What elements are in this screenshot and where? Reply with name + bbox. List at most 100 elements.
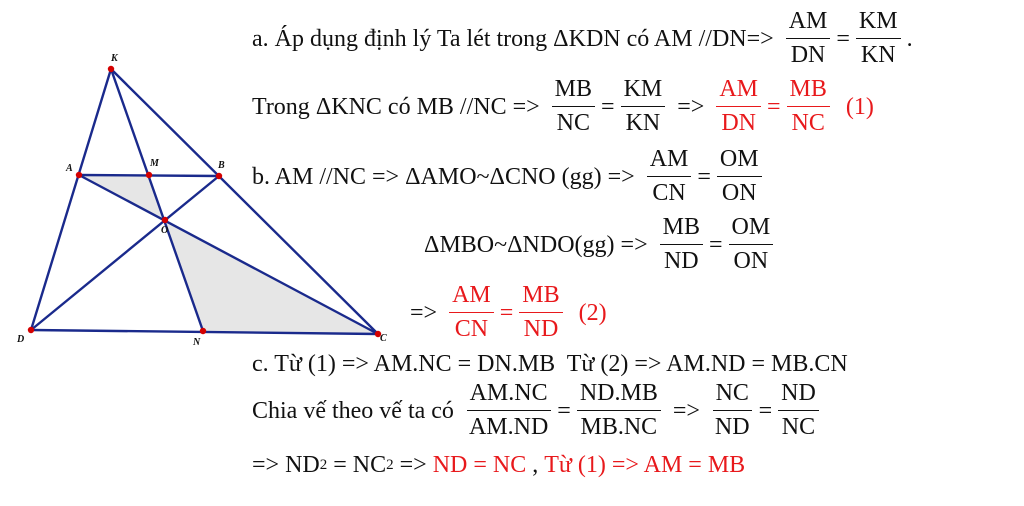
point-k <box>107 65 115 73</box>
fraction-nc-nd: NC ND <box>712 380 753 441</box>
point-o <box>161 216 169 224</box>
numerator: OM <box>716 146 762 177</box>
implies-arrow: => <box>666 397 706 424</box>
equation-tag-2: (2) <box>578 299 607 326</box>
denominator: ON <box>721 179 757 206</box>
numerator: NC <box>712 380 752 411</box>
triangle-symbol: Δ <box>489 163 505 190</box>
segment-kd <box>29 67 113 332</box>
denominator: MB.NC <box>580 413 658 440</box>
line-a2-text-2: KNC có MB //NC => <box>331 93 546 120</box>
line-a1: a. Áp dụng định lý Ta lét trong Δ KDN có… <box>252 8 913 69</box>
denominator: AM.ND <box>468 413 549 440</box>
implies-arrow: => <box>410 299 444 326</box>
fraction-am-dn-red: AM DN <box>716 76 761 137</box>
line-b1-text-2: AMO~ <box>420 163 490 190</box>
denominator: ND <box>523 315 559 342</box>
numerator: AM <box>646 146 692 177</box>
numerator: AM <box>449 282 494 313</box>
segment-ac <box>77 173 380 336</box>
label-c: C <box>380 333 387 344</box>
denominator: KN <box>860 41 896 68</box>
line-a2-text: Trong <box>252 93 316 120</box>
trapezoid-figure: K A M B O D N C <box>16 53 387 348</box>
point-n <box>199 327 207 335</box>
denominator: NC <box>556 109 591 136</box>
line-c2: Chia vế theo vế ta có AM.NC AM.ND = ND.M… <box>252 380 825 441</box>
denominator: ON <box>733 247 769 274</box>
fraction-km-kn: KM KN <box>620 76 666 137</box>
fraction-ndmb-mbnc: ND.MB MB.NC <box>576 380 661 441</box>
equals-sign: = <box>836 25 850 52</box>
label-b: B <box>217 160 225 171</box>
label-n: N <box>192 337 201 348</box>
equals-sign-red: = <box>767 93 781 120</box>
line-c2-text: Chia vế theo vế ta có <box>252 397 460 424</box>
line-c3-text: => ND <box>252 452 320 478</box>
denominator: NC <box>791 109 825 136</box>
label-o: O <box>161 225 168 236</box>
equals-sign: = <box>557 397 571 424</box>
equals-sign: = <box>708 231 723 258</box>
denominator: CN <box>652 179 686 206</box>
point-m <box>145 171 153 179</box>
period: . <box>906 25 913 52</box>
numerator: AM <box>785 8 831 39</box>
segment-kn <box>109 67 205 333</box>
fraction-mb-nc-red: MB NC <box>786 76 830 137</box>
line-c3-text-2: = NC <box>327 452 387 478</box>
triangle-symbol: Δ <box>405 163 421 190</box>
numerator: KM <box>855 8 901 39</box>
equals-sign: = <box>758 397 773 424</box>
fraction-am-cn: AM CN <box>646 146 692 207</box>
label-m: M <box>149 158 160 169</box>
numerator: OM <box>728 214 774 245</box>
line-a1-text: a. Áp dụng định lý Ta lét trong <box>252 25 554 52</box>
numerator: KM <box>620 76 666 107</box>
denominator: ND <box>663 247 699 274</box>
fraction-km-kn: KM KN <box>855 8 901 69</box>
numerator: AM <box>716 76 761 107</box>
numerator: AM.NC <box>466 380 551 411</box>
line-b1: b. AM //NC => Δ AMO~ Δ CNO (gg) => AM CN… <box>252 146 768 207</box>
fraction-mb-nd-red: MB ND <box>519 282 563 343</box>
segment-bd <box>29 174 221 332</box>
fraction-am-cn-red: AM CN <box>449 282 494 343</box>
fraction-am-dn: AM DN <box>785 8 831 69</box>
fraction-mb-nd: MB ND <box>659 214 703 275</box>
line-a1-text-2: KDN có AM //DN=> <box>568 25 780 52</box>
numerator: ND.MB <box>576 380 661 411</box>
label-a: A <box>65 163 73 174</box>
denominator: ND <box>714 413 750 440</box>
conclusion-am-eq-mb: Từ (1) => AM = MB <box>544 452 746 478</box>
equals-sign-red: = <box>499 299 514 326</box>
triangle-symbol: Δ <box>315 93 332 120</box>
fraction-nd-nc: ND NC <box>778 380 819 441</box>
denominator: DN <box>790 41 826 68</box>
triangle-symbol: Δ <box>424 231 440 258</box>
point-d <box>27 326 35 334</box>
line-c1-text: c. Từ (1) => AM.NC = DN.MB Từ (2) => AM.… <box>252 351 848 377</box>
separator: , <box>526 452 545 478</box>
fraction-om-on: OM ON <box>716 146 762 207</box>
numerator: MB <box>519 282 563 313</box>
equals-sign: = <box>697 163 711 190</box>
denominator: NC <box>781 413 816 440</box>
numerator: MB <box>551 76 596 107</box>
fraction-mb-nc: MB NC <box>551 76 596 137</box>
line-a2: Trong Δ KNC có MB //NC => MB NC = KM KN … <box>252 76 874 137</box>
label-d: D <box>16 334 24 345</box>
line-b2-text: MBO~ <box>439 231 508 258</box>
point-b <box>215 172 223 180</box>
conclusion-nd-eq-nc: ND = NC <box>432 452 527 478</box>
line-b3: => AM CN = MB ND (2) <box>410 282 607 343</box>
line-c1: c. Từ (1) => AM.NC = DN.MB Từ (2) => AM.… <box>252 352 848 376</box>
line-b1-text-3: CNO (gg) => <box>504 163 641 190</box>
numerator: MB <box>659 214 703 245</box>
line-b2: Δ MBO~ Δ NDO(gg) => MB ND = OM ON <box>424 214 779 275</box>
equation-tag-1: (1) <box>845 93 874 120</box>
triangle-symbol: Δ <box>553 25 569 52</box>
denominator: DN <box>721 109 756 136</box>
label-k: K <box>110 53 119 64</box>
